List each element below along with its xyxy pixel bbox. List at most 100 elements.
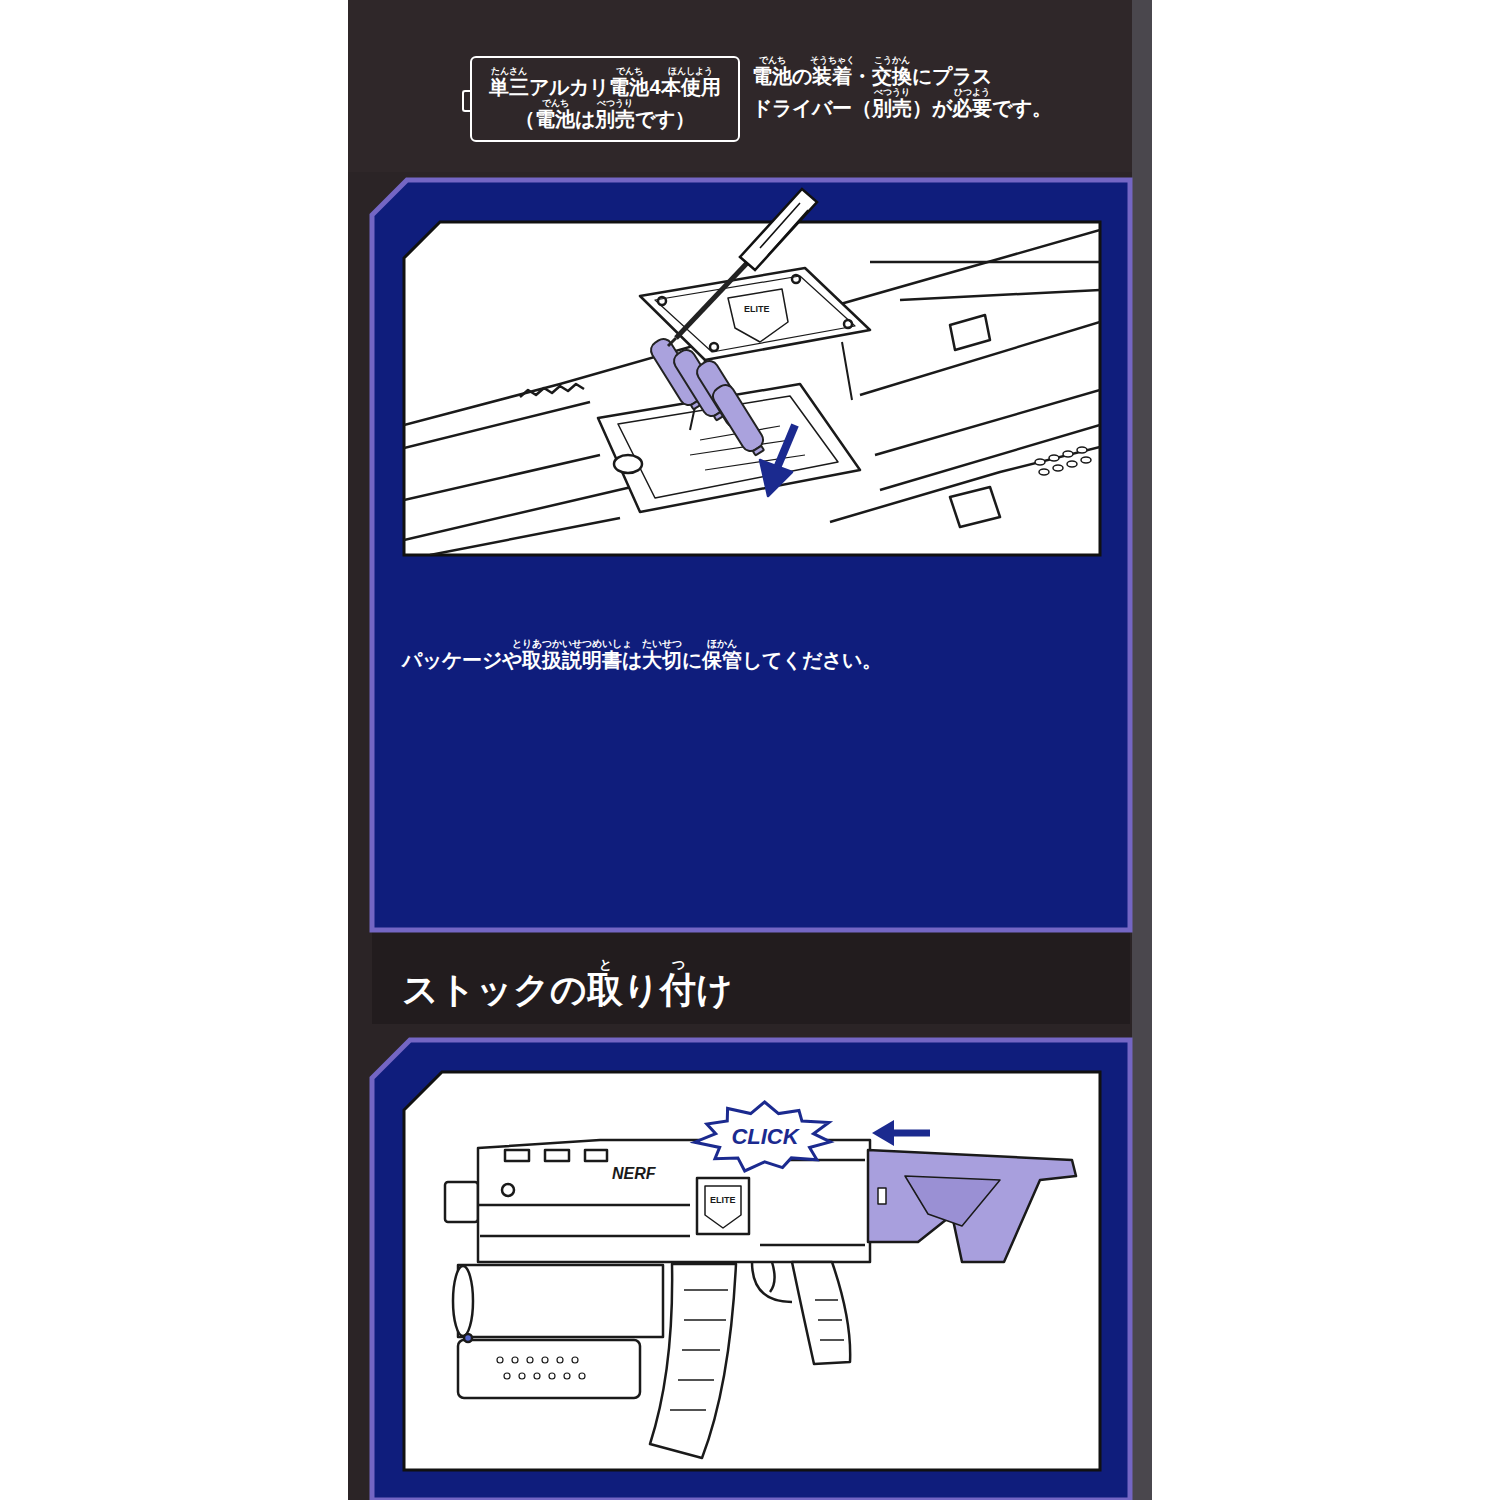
rail-slot xyxy=(545,1150,569,1161)
body-line xyxy=(900,290,1100,300)
dot xyxy=(512,1357,518,1363)
grill-hole xyxy=(1077,447,1087,453)
starburst-shape xyxy=(695,1102,831,1171)
rail-teeth xyxy=(520,384,584,397)
furigana: こうかん xyxy=(874,56,910,65)
dot xyxy=(572,1357,578,1363)
grip-texture xyxy=(497,1357,585,1379)
arrow-head xyxy=(760,460,792,496)
dot xyxy=(504,1373,510,1379)
battery-lid xyxy=(640,268,870,360)
trigger xyxy=(770,1262,775,1292)
furigana: べつうり xyxy=(874,88,910,97)
pull-ring xyxy=(614,455,642,473)
grill-hole xyxy=(1035,459,1045,465)
screwdriver-shaft xyxy=(676,262,748,338)
dot xyxy=(497,1357,503,1363)
dot xyxy=(549,1373,555,1379)
blue-panel xyxy=(372,1040,1130,1500)
brand-logo: NERF xyxy=(612,1166,656,1182)
magazine xyxy=(650,1264,736,1458)
slot xyxy=(950,315,990,350)
body-line xyxy=(404,402,590,448)
grill-hole xyxy=(1039,469,1049,475)
screwdriver-tip xyxy=(668,338,676,346)
screwdriver-handle xyxy=(740,189,817,270)
emblem-plate xyxy=(697,1178,749,1234)
push-arrow xyxy=(888,1130,930,1137)
dot xyxy=(564,1373,570,1379)
furigana: べつうり xyxy=(597,99,633,108)
body-line xyxy=(875,390,1100,455)
screwdriver xyxy=(668,189,817,346)
grill-hole xyxy=(1067,461,1077,467)
side-strip xyxy=(1132,0,1152,1500)
dot xyxy=(557,1357,563,1363)
blue-panel xyxy=(372,180,1130,930)
furigana: ひつよう xyxy=(954,88,990,97)
screw-hole xyxy=(844,320,852,328)
heading-band xyxy=(372,922,1130,1024)
dot xyxy=(542,1357,548,1363)
grill-hole xyxy=(1049,455,1059,461)
dot xyxy=(527,1357,533,1363)
battery-terminal xyxy=(462,90,471,112)
receiver-line xyxy=(478,1160,865,1245)
insert-arrow xyxy=(777,425,795,468)
grip-line xyxy=(815,1300,844,1340)
grill xyxy=(1035,447,1091,475)
fore-grip xyxy=(458,1340,640,1398)
pin xyxy=(464,1334,472,1342)
arrow-head xyxy=(872,1120,894,1146)
illustration-frame xyxy=(404,1072,1100,1470)
body-line xyxy=(880,425,1100,490)
body-line xyxy=(430,518,620,555)
emblem-text: ELITE xyxy=(710,1196,736,1205)
starburst: CLICK xyxy=(691,1099,838,1175)
furigana: ほかん xyxy=(707,639,737,649)
header-band xyxy=(348,0,1132,172)
handle-grip xyxy=(760,203,808,255)
barrel-end xyxy=(453,1266,473,1336)
note-text: 電池の装着・交換にプラス ドライバー（別売）が必要です。 xyxy=(752,60,1076,124)
furigana: と xyxy=(599,958,612,971)
pistol-grip xyxy=(792,1262,850,1364)
screw-hole xyxy=(710,343,718,351)
note-text: パッケージや取扱説明書は大切に保管してください。 xyxy=(402,646,882,674)
body-line xyxy=(870,261,1100,264)
body-line xyxy=(404,485,640,540)
stock-release xyxy=(878,1188,886,1204)
emblem xyxy=(705,1186,741,1228)
furigana: でんち xyxy=(542,99,569,108)
emblem-text: ELITE xyxy=(744,305,770,314)
furigana: でんち xyxy=(616,67,643,76)
furigana: でんち xyxy=(759,56,786,65)
screw-hole xyxy=(792,275,800,283)
furigana: たいせつ xyxy=(642,639,682,649)
furigana: とりあつかいせつめいしょ xyxy=(512,639,632,649)
illustration-frame xyxy=(404,222,1100,555)
screw xyxy=(502,1184,514,1196)
blaster-illustration xyxy=(445,1140,1076,1458)
rail-slot xyxy=(585,1150,607,1161)
battery-illustration xyxy=(404,230,1100,555)
furigana: つ xyxy=(672,958,685,971)
grill-hole xyxy=(1081,457,1091,463)
barrel-housing xyxy=(458,1265,663,1337)
button xyxy=(950,487,1000,527)
dot xyxy=(579,1373,585,1379)
battery-body xyxy=(710,382,767,455)
section-heading: ストックの取り付け xyxy=(402,966,733,1014)
muzzle xyxy=(445,1182,478,1222)
lid-inner xyxy=(655,276,855,352)
battery xyxy=(710,382,769,459)
dot xyxy=(534,1373,540,1379)
screw-hole xyxy=(658,297,666,305)
stock-cutout xyxy=(905,1176,1000,1226)
rail-slot xyxy=(505,1150,529,1161)
body-line xyxy=(404,455,600,500)
node-text: CLICK xyxy=(731,1124,798,1150)
